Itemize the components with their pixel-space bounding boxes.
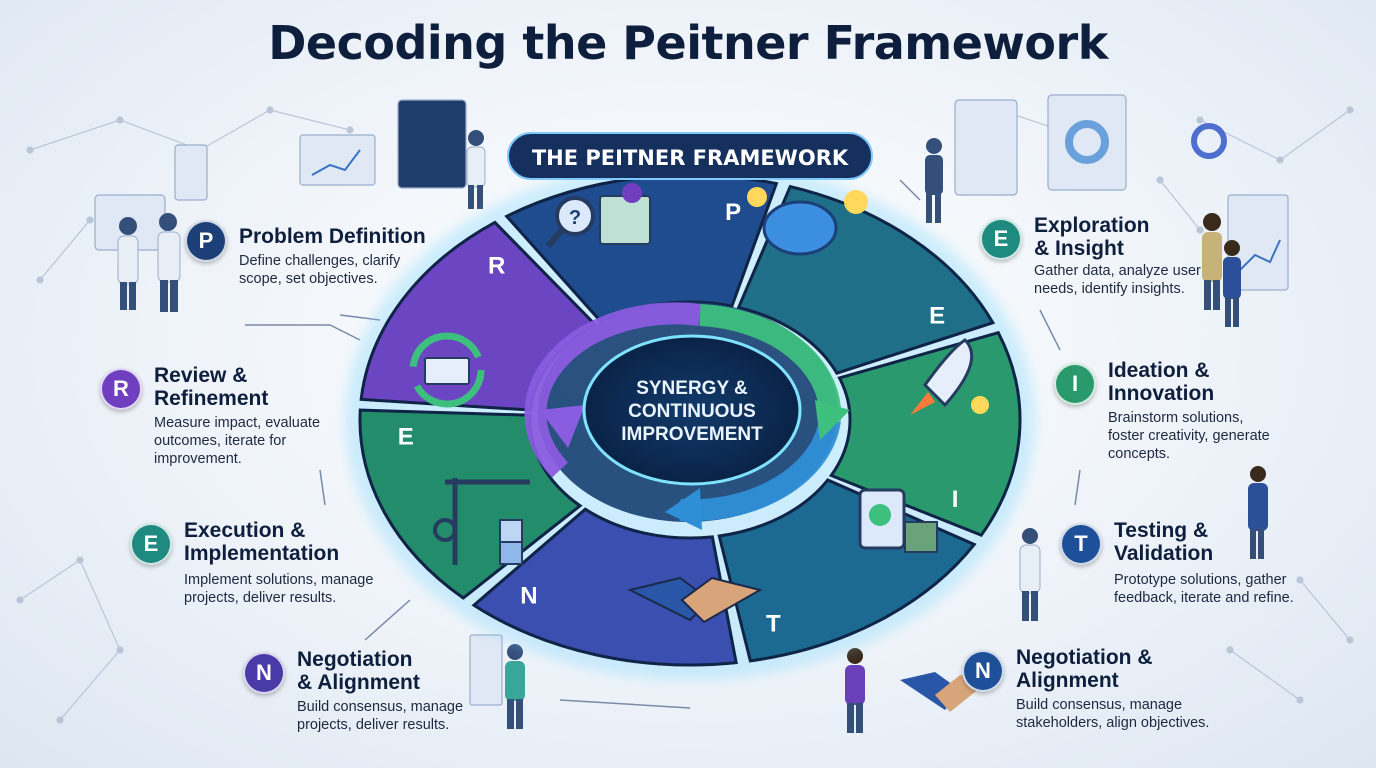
card-heading: Negotiation & Alignment [1016, 646, 1153, 692]
lightbulb-icon-2 [844, 190, 868, 214]
card-heading: Negotiation & Alignment [297, 648, 420, 694]
map-icon [599, 195, 651, 245]
crane-icon [433, 478, 530, 565]
wheel-segment-letter: I [952, 486, 959, 513]
card-negotiation-alignment-right: N Negotiation & Alignment Build consensu… [962, 646, 1252, 735]
framework-banner-text: THE PEITNER FRAMEWORK [532, 146, 849, 170]
card-heading: Execution & Implementation [184, 519, 340, 565]
wheel-segment-letter: P [725, 199, 741, 226]
badge-n: N [243, 652, 285, 694]
arrow-head-blue [665, 488, 702, 530]
badge-e-2: E [130, 523, 172, 565]
rocket-icon [910, 338, 974, 415]
card-description: Brainstorm solutions, foster creativity,… [1108, 410, 1270, 462]
card-exploration-insight: E Exploration & Insight Gather data, ana… [980, 214, 1250, 308]
framework-banner [507, 132, 873, 180]
card-description: Measure impact, evaluate outcomes, itera… [154, 415, 321, 467]
badge-r: R [100, 368, 142, 410]
card-description: Build consensus, manage projects, delive… [297, 699, 464, 733]
card-description: Define challenges, clarify scope, set ob… [239, 253, 401, 287]
card-heading: Testing & Validation [1114, 519, 1214, 565]
badge-i: I [1054, 363, 1096, 405]
center-hub [582, 334, 802, 486]
badge-e: E [980, 218, 1022, 260]
checkmark-icon [869, 504, 891, 526]
card-review-refinement: R Review & Refinement Measure impact, ev… [100, 364, 370, 468]
card-problem-definition: P Problem Definition Define challenges, … [185, 220, 485, 290]
wheel-segment-letter: R [488, 253, 505, 280]
card-ideation-innovation: I Ideation & Innovation Brainstorm solut… [1054, 359, 1334, 463]
cycle-arrow-green [699, 304, 842, 421]
magnifier-icon: ? [545, 196, 595, 248]
brain-icon [762, 200, 838, 256]
card-negotiation-alignment-left: N Negotiation & Alignment Build consensu… [243, 648, 503, 737]
card-description: Prototype solutions, gather feedback, it… [1114, 572, 1294, 606]
refresh-cycle-icon [409, 332, 485, 408]
card-heading: Ideation & Innovation [1108, 359, 1215, 405]
badge-t: T [1060, 523, 1102, 565]
card-description: Implement solutions, manage projects, de… [184, 572, 374, 606]
wheel-segment-letter: N [520, 582, 537, 609]
arrow-head-purple [540, 405, 585, 448]
badge-n-2: N [962, 650, 1004, 692]
cycle-arrow-blue [679, 418, 841, 522]
location-pin-icon [622, 183, 642, 203]
card-description: Build consensus, manage stakeholders, al… [1016, 697, 1210, 731]
wheel-segment-letter: T [766, 610, 781, 637]
center-text-line-1: SYNERGY & [636, 378, 748, 399]
lightbulb-icon-3 [971, 396, 989, 414]
card-testing-validation: T Testing & Validation Prototype solutio… [1060, 519, 1360, 608]
wheel-segment-e [358, 408, 583, 600]
lightbulb-icon [747, 187, 767, 207]
donut-chart-icon [1191, 123, 1227, 159]
svg-text:?: ? [569, 207, 581, 229]
card-heading: Review & Refinement [154, 364, 269, 410]
card-heading: Exploration & Insight [1034, 214, 1150, 260]
wheel-segment-letter: E [398, 423, 414, 450]
card-description: Gather data, analyze user needs, identif… [1034, 263, 1201, 297]
badge-p: P [185, 220, 227, 262]
cycle-arrow-purple [524, 302, 702, 478]
page-title: Decoding the Peitner Framework [268, 16, 1108, 70]
card-heading: Problem Definition [239, 225, 426, 248]
handshake-center-icon [627, 576, 763, 624]
wheel-segment-n [471, 507, 738, 667]
box-icon [904, 521, 938, 553]
center-text-line-2: CONTINUOUS [628, 401, 756, 422]
arrow-head-green [815, 400, 850, 440]
card-execution-implementation: E Execution & Implementation Implement s… [130, 519, 430, 608]
wheel-segment-letter: E [929, 303, 945, 330]
center-text-line-3: IMPROVEMENT [621, 424, 763, 445]
